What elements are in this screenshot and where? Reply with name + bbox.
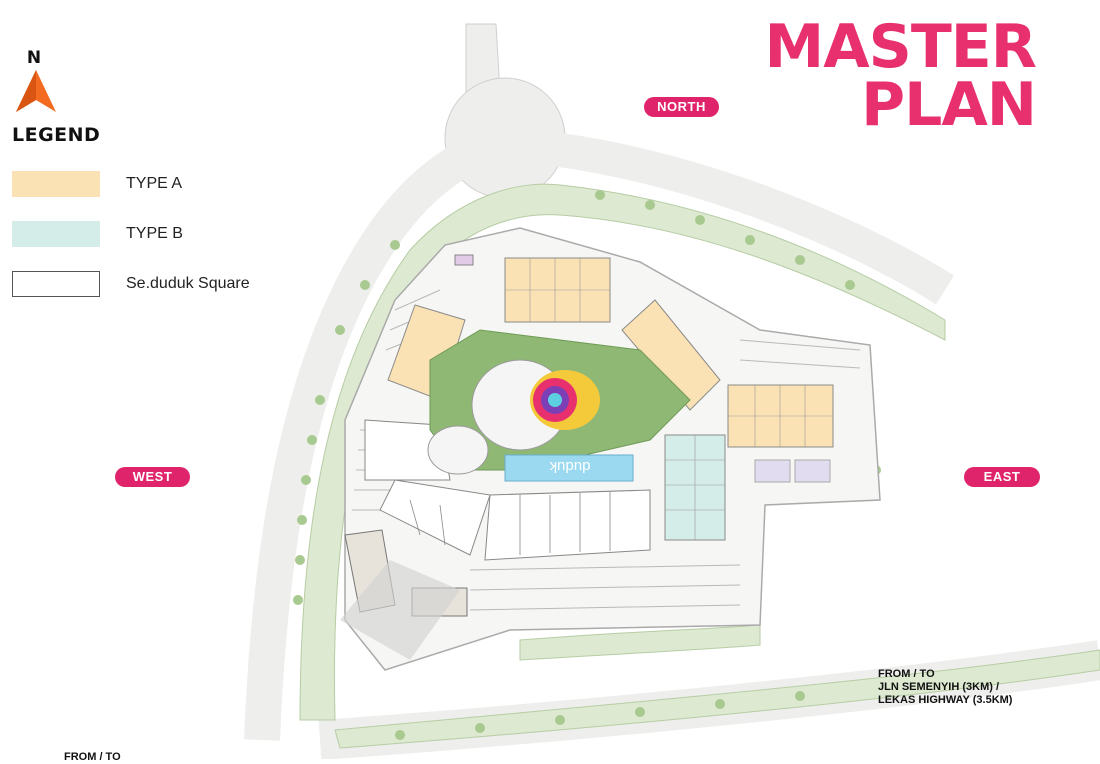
east-destination-line-3: LEKAS HIGHWAY (3.5KM) (878, 694, 1013, 706)
legend-swatch-se-duduk-square (12, 271, 100, 297)
swimming-pool (504, 454, 634, 482)
east-destination-line-2: JLN SEMENYIH (3KM) / (878, 681, 1000, 693)
direction-west-label: WEST (115, 467, 190, 487)
east-destination-line-1: FROM / TO (878, 668, 935, 680)
direction-north-label: NORTH (644, 97, 719, 117)
legend-item-type-a: TYPE A (12, 171, 182, 197)
legend-swatch-type-b (12, 221, 100, 247)
page-title: MASTER PLAN (756, 12, 1037, 140)
legend-swatch-type-a (12, 171, 100, 197)
legend-label-type-a: TYPE A (126, 175, 183, 192)
legend-title: LEGEND (12, 124, 101, 146)
title-line-2: PLAN (861, 70, 1037, 140)
green-verges (299, 183, 1100, 749)
title-line-1: MASTER (764, 12, 1037, 82)
direction-east-label: EAST (964, 467, 1040, 487)
legend-label-se-duduk-square: Se.duduk Square (126, 275, 250, 292)
plaza-small (427, 425, 489, 475)
legend-item-se-duduk-square: Se.duduk Square (12, 271, 250, 297)
compass-label: N (26, 48, 42, 68)
compass: N (14, 48, 58, 121)
east-destination-note: FROM / TO JLN SEMENYIH (3KM) / LEKAS HIG… (878, 668, 1012, 707)
south-destination-note: FROM / TO (64, 751, 121, 763)
east-lawn-1 (754, 459, 791, 483)
se-duduk-square (364, 419, 651, 561)
pool-label: duduk (549, 458, 590, 475)
legend-label-type-b: TYPE B (126, 225, 183, 242)
guard-house (454, 254, 474, 266)
north-arrow-icon (16, 70, 56, 112)
legend-item-type-b: TYPE B (12, 221, 183, 247)
east-lawn-2 (794, 459, 831, 483)
courtyard-paving (340, 560, 460, 660)
